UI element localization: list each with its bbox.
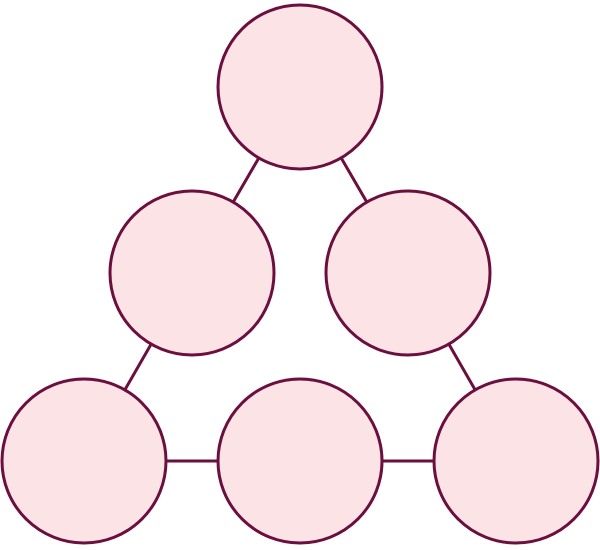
circle-node-middle-right: [324, 189, 492, 357]
circle-node-middle-left: [108, 189, 276, 357]
circle-node-bottom-right: [432, 377, 600, 545]
circle-node-bottom-left: [0, 377, 168, 545]
circle-node-bottom-center: [216, 377, 384, 545]
circle-node-top: [216, 3, 384, 171]
circle-nodes: [0, 3, 600, 545]
